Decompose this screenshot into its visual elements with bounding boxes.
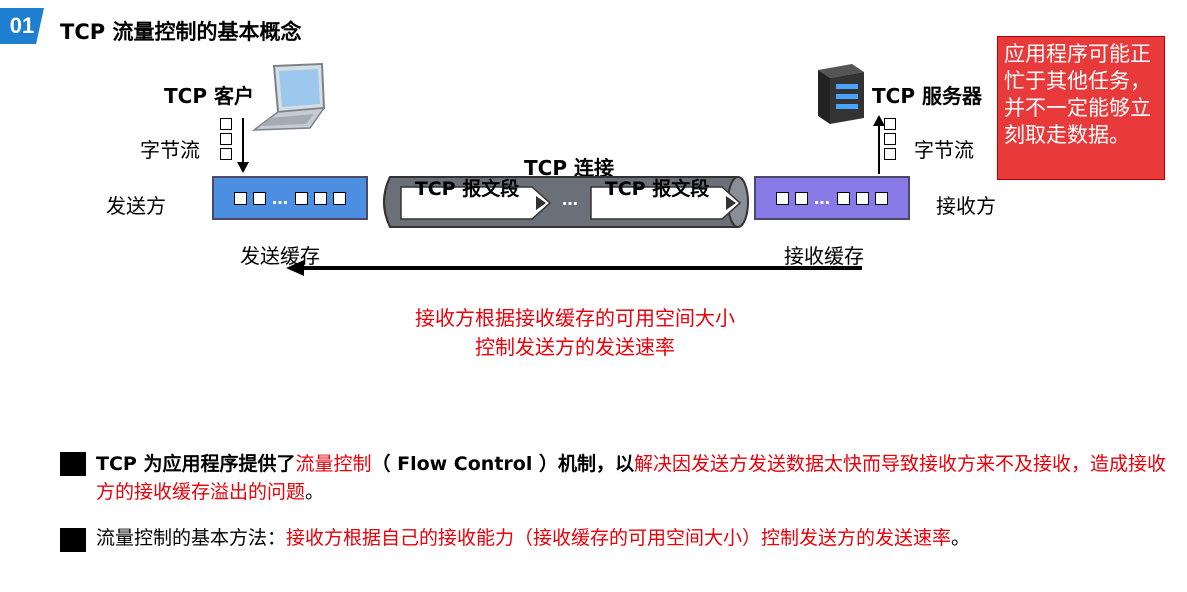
byte-square [220, 118, 232, 130]
byte-square [884, 118, 896, 130]
send-buffer: … [212, 176, 368, 220]
server-bytestream-label: 字节流 [914, 138, 974, 162]
receive-buffer-label: 接收缓存 [784, 244, 864, 268]
client-label: TCP 客户 [164, 84, 254, 108]
byte-square [884, 133, 896, 145]
buffer-byte [776, 191, 789, 205]
buffer-byte [295, 191, 308, 205]
bullet-2-part-1: 流量控制的基本方法： [96, 527, 287, 549]
down-arrow-icon [237, 118, 249, 173]
bullet-1-part-1: TCP 为应用程序提供了 [96, 453, 296, 475]
bullet-marker [60, 528, 86, 552]
segment-ellipsis: … [562, 190, 578, 209]
buffer-byte [314, 191, 327, 205]
buffer-byte [856, 191, 869, 205]
bullet-1-part-3: 。 [305, 481, 325, 503]
client-bytestream [220, 118, 232, 160]
server-label: TCP 服务器 [872, 84, 982, 108]
laptop-icon [251, 62, 326, 131]
bullet-1-highlight-1: 流量控制 [295, 453, 372, 475]
busy-app-callout: 应用程序可能正忙于其他任务，并不一定能够立刻取走数据。 [997, 36, 1165, 180]
buffer-byte [875, 191, 888, 205]
send-buffer-label: 发送缓存 [240, 244, 320, 268]
server-bytestream [884, 118, 896, 160]
bullet-1-highlight-2: 解决因发送方发送数据太快而导致接收方来不及接收，造成接收方的接收缓存溢出的问题 [96, 453, 1166, 503]
byte-square [220, 133, 232, 145]
buffer-byte [795, 191, 808, 205]
feedback-arrow-icon [286, 260, 862, 276]
up-arrow-icon [873, 115, 885, 174]
sender-label: 发送方 [106, 194, 166, 218]
receiver-label: 接收方 [936, 194, 996, 218]
bullet-2: 流量控制的基本方法：接收方根据自己的接收能力（接收缓存的可用空间大小）控制发送方… [96, 524, 1176, 552]
segment-label-1: TCP 报文段 [414, 178, 520, 200]
client-bytestream-label: 字节流 [140, 138, 200, 162]
buffer-byte [837, 191, 850, 205]
buffer-ellipsis: … [814, 188, 831, 208]
server-icon [818, 64, 864, 124]
byte-square [884, 148, 896, 160]
feedback-line-2: 控制发送方的发送速率 [475, 335, 675, 359]
receive-buffer: … [754, 176, 910, 220]
segment-arrow-1 [400, 186, 552, 220]
segment-arrow-2 [590, 186, 742, 220]
buffer-ellipsis: … [272, 188, 289, 208]
bullet-marker [60, 452, 86, 476]
buffer-byte [333, 191, 346, 205]
segment-label-2: TCP 报文段 [604, 178, 710, 200]
bullet-2-part-2: 。 [951, 527, 971, 549]
bullet-1-part-2: （ Flow Control ）机制，以 [371, 453, 634, 475]
feedback-line-1: 接收方根据接收缓存的可用空间大小 [415, 306, 735, 330]
page-title: TCP 流量控制的基本概念 [60, 20, 302, 44]
buffer-byte [234, 191, 247, 205]
byte-square [220, 148, 232, 160]
bullet-2-highlight: 接收方根据自己的接收能力（接收缓存的可用空间大小）控制发送方的发送速率 [286, 527, 952, 549]
bullet-1: TCP 为应用程序提供了流量控制（ Flow Control ）机制，以解决因发… [96, 450, 1166, 506]
section-badge: 01 [0, 8, 44, 44]
feedback-note: 接收方根据接收缓存的可用空间大小 控制发送方的发送速率 [340, 304, 810, 362]
buffer-byte [253, 191, 266, 205]
